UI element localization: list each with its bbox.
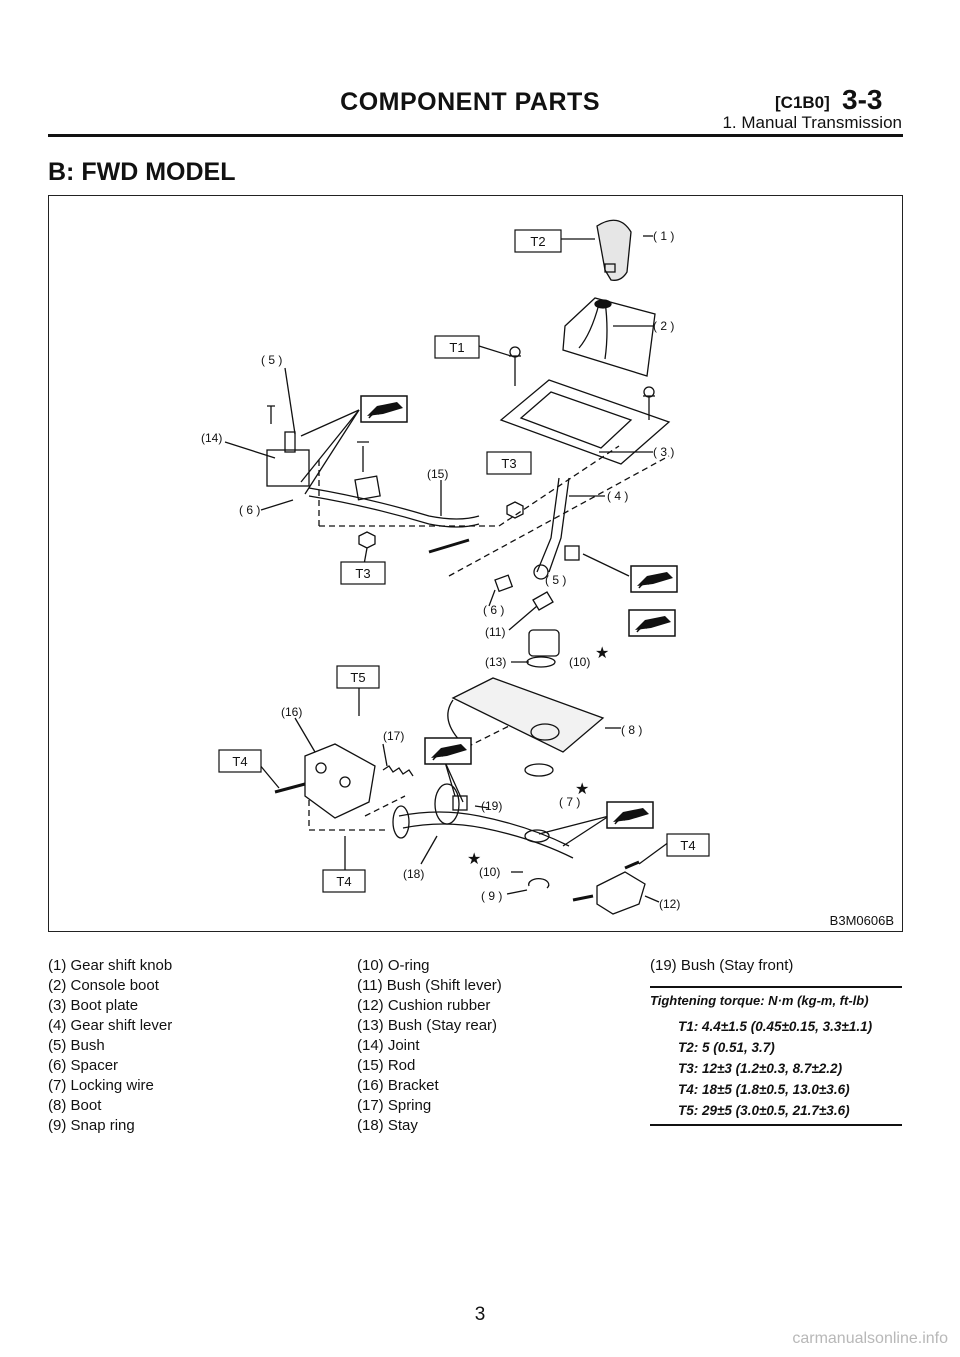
legend-item: (6) Spacer bbox=[48, 1057, 119, 1074]
torque-rule-top bbox=[650, 986, 902, 988]
figure-id: B3M0606B bbox=[829, 913, 894, 928]
torque-item: T5: 29±5 (3.0±0.5, 21.7±3.6) bbox=[678, 1103, 850, 1118]
legend-item: (7) Locking wire bbox=[48, 1077, 154, 1094]
callout-label: (14) bbox=[201, 431, 222, 445]
callout-label: ( 2 ) bbox=[653, 319, 674, 333]
grease-icon bbox=[630, 565, 678, 593]
legend-item: (18) Stay bbox=[357, 1117, 418, 1134]
star-icon: ★ bbox=[575, 779, 589, 798]
torque-tag-t4: T4 bbox=[680, 838, 695, 853]
legend-item: (4) Gear shift lever bbox=[48, 1017, 173, 1034]
page-number: 3 bbox=[474, 1304, 486, 1325]
legend-item: (14) Joint bbox=[357, 1037, 420, 1054]
callout-label: (12) bbox=[659, 897, 680, 911]
callout-label: ( 4 ) bbox=[607, 489, 628, 503]
torque-tag-t3: T3 bbox=[355, 566, 370, 581]
callout-label: ( 1 ) bbox=[653, 229, 674, 243]
legend-item: (9) Snap ring bbox=[48, 1117, 135, 1134]
star-icon: ★ bbox=[595, 643, 609, 662]
callout-label: (15) bbox=[427, 467, 448, 481]
legend-item: (17) Spring bbox=[357, 1097, 432, 1114]
callout-label: ( 5 ) bbox=[545, 573, 566, 587]
legend-item: (3) Boot plate bbox=[48, 997, 139, 1014]
torque-tag-t4: T4 bbox=[232, 754, 247, 769]
torque-rule-bottom bbox=[650, 1124, 902, 1126]
diagram-drawing: ★ ★ ★ T2 T1 T3 T3 T5 T4 T4 T4 ( 1 ) bbox=[201, 219, 710, 915]
torque-list: T1: 4.4±1.5 (0.45±0.15, 3.3±1.1) T2: 5 (… bbox=[678, 1016, 872, 1121]
star-icon: ★ bbox=[467, 849, 481, 868]
torque-item: T4: 18±5 (1.8±0.5, 13.0±3.6) bbox=[678, 1082, 850, 1097]
grease-icon bbox=[606, 801, 654, 829]
legend-column-2: (10) O-ring (11) Bush (Shift lever) (12)… bbox=[357, 956, 502, 1136]
legend-item: (12) Cushion rubber bbox=[357, 997, 491, 1014]
torque-item: T2: 5 (0.51, 3.7) bbox=[678, 1040, 775, 1055]
callout-label: ( 7 ) bbox=[559, 795, 580, 809]
callout-label: (17) bbox=[383, 729, 404, 743]
torque-title: Tightening torque: N·m (kg-m, ft-lb) bbox=[650, 993, 869, 1008]
torque-tag-t5: T5 bbox=[350, 670, 365, 685]
callout-label: ( 8 ) bbox=[621, 723, 642, 737]
watermark: carmanualsonline.info bbox=[792, 1330, 948, 1347]
callout-label: ( 6 ) bbox=[483, 603, 504, 617]
page-header-title: COMPONENT PARTS bbox=[340, 88, 600, 116]
callout-label: ( 5 ) bbox=[261, 353, 282, 367]
legend-item: (19) Bush (Stay front) bbox=[650, 957, 794, 974]
torque-item: T1: 4.4±1.5 (0.45±0.15, 3.3±1.1) bbox=[678, 1019, 873, 1034]
exploded-diagram: ★ ★ ★ T2 T1 T3 T3 T5 T4 T4 T4 ( 1 ) bbox=[48, 195, 903, 932]
legend-item: (16) Bracket bbox=[357, 1077, 439, 1094]
legend-item: (8) Boot bbox=[48, 1097, 102, 1114]
legend-column-3: (19) Bush (Stay front) bbox=[650, 956, 793, 976]
legend-item: (2) Console boot bbox=[48, 977, 159, 994]
callout-label: (16) bbox=[281, 705, 302, 719]
header-rule bbox=[48, 134, 903, 137]
callout-label: (11) bbox=[485, 625, 505, 639]
page-header-subtitle: 1. Manual Transmission bbox=[722, 113, 902, 132]
torque-tag-t2: T2 bbox=[530, 234, 545, 249]
grease-icon bbox=[628, 609, 676, 637]
callout-label: (19) bbox=[481, 799, 502, 813]
callout-label: (10) bbox=[479, 865, 500, 879]
legend-column-1: (1) Gear shift knob (2) Console boot (3)… bbox=[48, 956, 172, 1136]
grease-icon bbox=[360, 395, 408, 423]
page-header-section: 3-3 bbox=[842, 84, 883, 115]
torque-tag-t1: T1 bbox=[449, 340, 464, 355]
callout-label: (13) bbox=[485, 655, 506, 669]
callout-label: ( 3 ) bbox=[653, 445, 674, 459]
legend-item: (5) Bush bbox=[48, 1037, 105, 1054]
callout-label: ( 6 ) bbox=[239, 503, 260, 517]
legend-item: (13) Bush (Stay rear) bbox=[357, 1017, 498, 1034]
section-heading: B: FWD MODEL bbox=[48, 158, 236, 186]
grease-icon bbox=[424, 737, 472, 765]
legend-item: (1) Gear shift knob bbox=[48, 957, 173, 974]
callout-label: (10) bbox=[569, 655, 590, 669]
legend-item: (15) Rod bbox=[357, 1057, 416, 1074]
torque-tag-t4: T4 bbox=[336, 874, 351, 889]
torque-item: T3: 12±3 (1.2±0.3, 8.7±2.2) bbox=[678, 1061, 843, 1076]
callout-label: (18) bbox=[403, 867, 424, 881]
legend-item: (10) O-ring bbox=[357, 957, 430, 974]
page-header-code: [C1B0] bbox=[775, 93, 830, 112]
callout-label: ( 9 ) bbox=[481, 889, 502, 903]
torque-tag-t3: T3 bbox=[501, 456, 516, 471]
legend-item: (11) Bush (Shift lever) bbox=[357, 977, 502, 994]
